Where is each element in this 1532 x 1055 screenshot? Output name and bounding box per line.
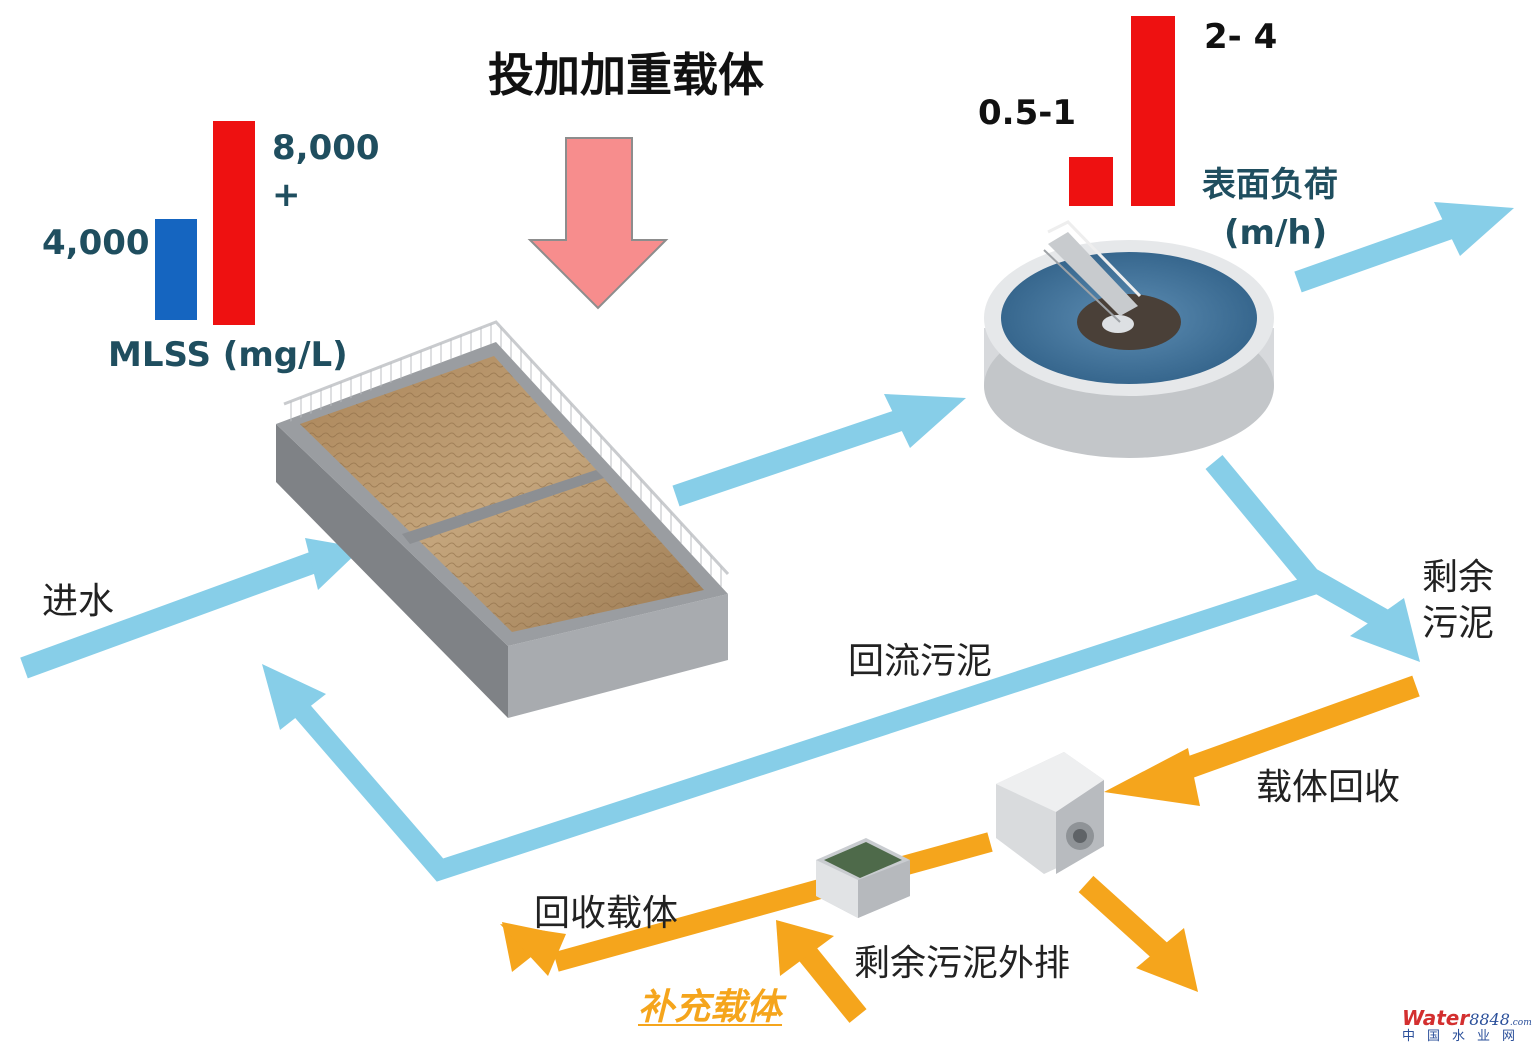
surface-load-high-value: 2- 4 bbox=[1204, 17, 1278, 57]
underflow-sludge-line bbox=[1205, 454, 1420, 662]
carrier-recovery-label: 载体回收 bbox=[1256, 767, 1401, 808]
excess-sludge-label-line2: 污泥 bbox=[1422, 603, 1495, 644]
surface-load-low-value: 0.5-1 bbox=[978, 93, 1076, 133]
secondary-clarifier bbox=[984, 220, 1274, 458]
mlss-bar-8000 bbox=[213, 121, 255, 325]
mlss-high-plus: + bbox=[272, 175, 301, 215]
dosing-arrow bbox=[527, 137, 669, 310]
mlss-bar-4000 bbox=[155, 219, 197, 320]
recovered-carrier-line bbox=[500, 832, 993, 976]
aeration-tank bbox=[276, 320, 730, 718]
inflow-label: 进水 bbox=[42, 581, 115, 622]
mlss-low-value: 4,000 bbox=[42, 223, 150, 263]
carrier-recovery-unit bbox=[996, 752, 1104, 874]
dosing-title: 投加加重载体 bbox=[488, 48, 764, 102]
surface-load-bar-chart bbox=[1069, 16, 1175, 206]
surface-load-bar-high bbox=[1131, 16, 1175, 206]
surface-load-label: 表面负荷 bbox=[1202, 165, 1338, 205]
sludge-separator-box bbox=[816, 838, 910, 918]
surface-load-unit: (m/h) bbox=[1224, 213, 1328, 253]
return-sludge-label: 回流污泥 bbox=[848, 641, 993, 682]
excess-sludge-label-line1: 剩余 bbox=[1422, 557, 1495, 598]
watermark-subtitle: 中国水业网 bbox=[1402, 1029, 1528, 1044]
watermark-brand: Water bbox=[1402, 1006, 1470, 1030]
mlss-unit-label: MLSS (mg/L) bbox=[108, 335, 348, 375]
recovered-carrier-label: 回收载体 bbox=[534, 893, 679, 934]
watermark-number: 8848 bbox=[1469, 1010, 1510, 1029]
return-sludge-line bbox=[262, 572, 1326, 882]
watermark-suffix: .com bbox=[1509, 1018, 1532, 1028]
carrier-recovery-arrow bbox=[1104, 675, 1420, 806]
mixed-liquor-arrow bbox=[672, 394, 966, 507]
excess-sludge-discharge-label: 剩余污泥外排 bbox=[854, 943, 1071, 984]
surface-load-bar-low bbox=[1069, 157, 1113, 206]
supplement-carrier-label: 补充载体 bbox=[638, 987, 783, 1028]
effluent-arrow bbox=[1294, 202, 1514, 293]
mlss-bar-chart bbox=[155, 121, 255, 325]
excess-sludge-discharge-arrow bbox=[1078, 875, 1198, 992]
supplement-carrier-arrow bbox=[776, 920, 867, 1023]
mlss-high-value: 8,000 bbox=[272, 128, 380, 168]
watermark-logo: Water8848.com 中国水业网 bbox=[1402, 1008, 1532, 1043]
